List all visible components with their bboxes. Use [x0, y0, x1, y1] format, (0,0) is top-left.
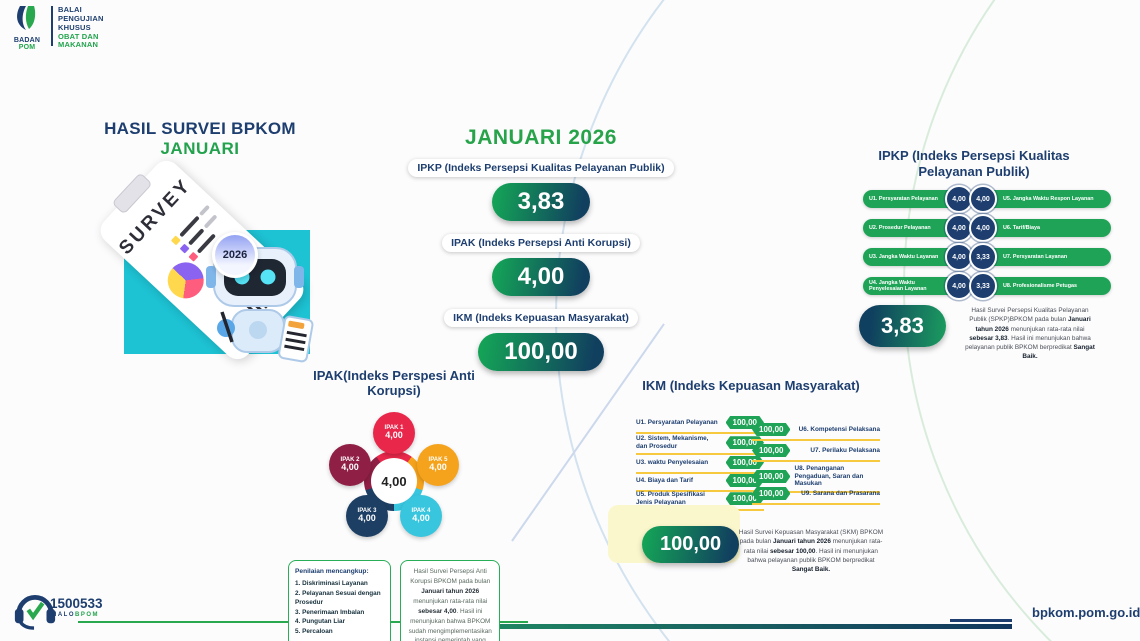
brand-name: BADAN POM [13, 37, 41, 51]
ipak-panel: IPAK(Indeks Perspesi Anti Korupsi) 4,00 … [288, 368, 500, 641]
page-subtitle: JANUARI [160, 139, 240, 158]
ipak-title: IPAK(Indeks Perspesi Anti Korupsi) [313, 368, 475, 398]
org-name: BALAI PENGUJIAN KHUSUS OBAT DAN MAKANAN [58, 5, 104, 50]
page-title: HASIL SURVEI BPKOM [104, 119, 296, 138]
footer-gradient-bar [470, 624, 1012, 629]
badanpom-check-icon [17, 6, 36, 30]
clipboard-clip [111, 172, 153, 215]
ikm-panel: IKM (Indeks Kepuasan Masyarakat) U1. Per… [608, 378, 890, 573]
website-link[interactable]: bpkom.pom.go.id [1032, 605, 1140, 620]
ipak-result-box: Hasil Survei Persepsi Anti Korupsi BPKOM… [400, 560, 500, 641]
month-title: JANUARI 2026 [465, 126, 617, 149]
ikm-title: IKM (Indeks Kepuasan Masyarakat) [642, 378, 860, 393]
ipak-summary-label: IPAK (Indeks Persepsi Anti Korupsi) [442, 234, 640, 252]
ipkp-summary-value: 3,83 [491, 183, 591, 221]
headset-icon [14, 594, 56, 630]
year-badge: 2026 [212, 232, 258, 278]
brand-logo: BADAN POM BALAI PENGUJIAN KHUSUS OBAT DA… [8, 4, 104, 51]
ipak-scope-box: Penilaian mencangkup: 1. Diskriminasi La… [288, 560, 392, 641]
ikm-summary-value: 100,00 [478, 333, 604, 371]
summary-panel: JANUARI 2026 IPKP (Indeks Persepsi Kuali… [400, 126, 682, 383]
phone-number: 1500533 [50, 596, 103, 611]
ikm-summary-label: IKM (Indeks Kepuasan Masyarakat) [444, 309, 638, 327]
ipak-summary-value: 4,00 [491, 258, 591, 296]
ikm-description: Hasil Survei Kepuasan Masyarakat (SKM) B… [738, 529, 884, 574]
ipkp-title: IPKP (Indeks Persepsi Kualitas Pelayanan… [878, 148, 1070, 179]
phone-sub-label: HALOBPOM [52, 612, 99, 618]
ipkp-summary-label: IPKP (Indeks Persepsi Kualitas Pelayanan… [408, 159, 674, 177]
survey-illustration: SURVEY [94, 155, 318, 366]
ipkp-panel: IPKP (Indeks Persepsi Kualitas Pelayanan… [853, 148, 1111, 360]
footer-navy-line [950, 619, 1012, 622]
brand-separator [51, 6, 53, 46]
ipkp-overall-value: 3,83 [859, 305, 946, 347]
ikm-overall-value: 100,00 [642, 526, 740, 563]
ipak-center-value: 4,00 [371, 458, 417, 504]
ipkp-description: Hasil Survei Persepsi Kualitas Pelayanan… [965, 307, 1095, 361]
